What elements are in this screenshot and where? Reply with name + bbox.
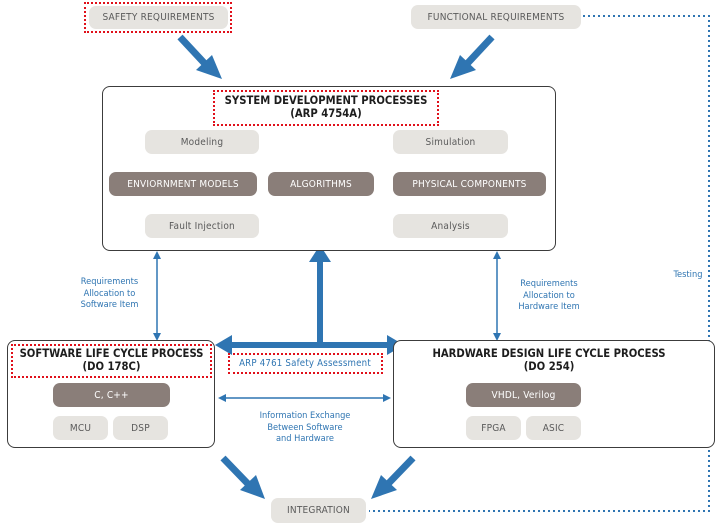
software-title-highlight [11, 344, 212, 378]
hardware-title-line1: HARDWARE DESIGN LIFE CYCLE PROCESS [432, 347, 666, 360]
hw-allocation-line3: Hardware Item [518, 301, 580, 312]
software-title: SOFTWARE LIFE CYCLE PROCESS (DO 178C) [11, 347, 212, 373]
info-exchange-line2: Between Software [267, 421, 343, 433]
asic-label: ASIC [542, 422, 565, 434]
safety-assessment-arrows [215, 245, 404, 355]
hw-allocation-label: Requirements Allocation to Hardware Item [500, 278, 598, 313]
physical-components-box: PHYSICAL COMPONENTS [393, 172, 546, 196]
software-title-line1: SOFTWARE LIFE CYCLE PROCESS [19, 347, 204, 360]
environment-models-label: ENVIORNMENT MODELS [127, 178, 239, 190]
info-exchange-line3: and Hardware [275, 433, 335, 444]
algorithms-label: ALGORITHMS [290, 178, 352, 190]
c-cpp-label: C, C++ [94, 389, 129, 401]
mcu-box: MCU [53, 416, 108, 440]
environment-models-box: ENVIORNMENT MODELS [109, 172, 257, 196]
safety-to-system-arrow [177, 34, 222, 79]
algorithms-box: ALGORITHMS [268, 172, 374, 196]
physical-components-label: PHYSICAL COMPONENTS [412, 178, 527, 190]
sw-allocation-arrow [153, 251, 161, 341]
functional-requirements-label: FUNCTIONAL REQUIREMENTS [427, 11, 565, 23]
sw-allocation-line1: Requirements [80, 276, 139, 287]
system-title: SYSTEM DEVELOPMENT PROCESSES (ARP 4754A) [213, 94, 439, 120]
hw-allocation-line2: Allocation to [523, 289, 575, 301]
safety-requirements-label: SAFETY REQUIREMENTS [102, 12, 215, 23]
modeling-label: Modeling [180, 136, 224, 148]
hardware-title-line2: (DO 254) [523, 360, 575, 373]
mcu-label: MCU [69, 422, 92, 434]
simulation-label: Simulation [425, 136, 476, 148]
c-cpp-box: C, C++ [53, 383, 170, 407]
integration-label: INTEGRATION [287, 505, 350, 516]
hardware-title: HARDWARE DESIGN LIFE CYCLE PROCESS (DO 2… [393, 347, 705, 373]
info-exchange-arrow [218, 394, 391, 402]
sw-allocation-line3: Software Item [80, 299, 139, 310]
analysis-box: Analysis [393, 214, 508, 238]
system-title-highlight [213, 90, 439, 126]
asic-box: ASIC [526, 416, 581, 440]
safety-requirements-box: SAFETY REQUIREMENTS [89, 6, 228, 29]
sw-allocation-label: Requirements Allocation to Software Item [62, 276, 157, 311]
software-to-integration-arrow [220, 455, 265, 499]
integration-box: INTEGRATION [271, 498, 366, 523]
safety-requirements-highlight [84, 2, 232, 33]
hw-allocation-line1: Requirements [520, 278, 578, 289]
vhdl-verilog-label: VHDL, Verilog [491, 389, 556, 401]
dsp-label: DSP [131, 422, 150, 434]
fpga-box: FPGA [466, 416, 521, 440]
safety-assessment-highlight [228, 353, 383, 374]
system-title-line2: (ARP 4754A) [290, 107, 362, 120]
hardware-to-integration-arrow [371, 455, 416, 499]
functional-to-system-arrow [450, 34, 495, 79]
testing-label: Testing [673, 269, 703, 280]
fpga-label: FPGA [481, 422, 506, 434]
software-title-line2: (DO 178C) [82, 360, 141, 373]
system-title-line1: SYSTEM DEVELOPMENT PROCESSES [224, 94, 428, 107]
sw-allocation-line2: Allocation to [83, 287, 136, 299]
functional-requirements-box: FUNCTIONAL REQUIREMENTS [411, 5, 581, 29]
modeling-box: Modeling [145, 130, 259, 154]
fault-injection-label: Fault Injection [169, 220, 235, 232]
safety-assessment-box: ARP 4761 Safety Assessment [231, 355, 379, 372]
fault-injection-box: Fault Injection [145, 214, 259, 238]
simulation-box: Simulation [393, 130, 508, 154]
testing-loop-line [369, 15, 710, 512]
vhdl-verilog-box: VHDL, Verilog [466, 383, 581, 407]
hw-allocation-arrow [493, 251, 501, 341]
info-exchange-line1: Information Exchange [259, 410, 351, 421]
analysis-label: Analysis [431, 220, 470, 232]
safety-assessment-label: ARP 4761 Safety Assessment [239, 358, 371, 369]
dsp-box: DSP [113, 416, 168, 440]
info-exchange-label: Information Exchange Between Software an… [240, 410, 370, 445]
